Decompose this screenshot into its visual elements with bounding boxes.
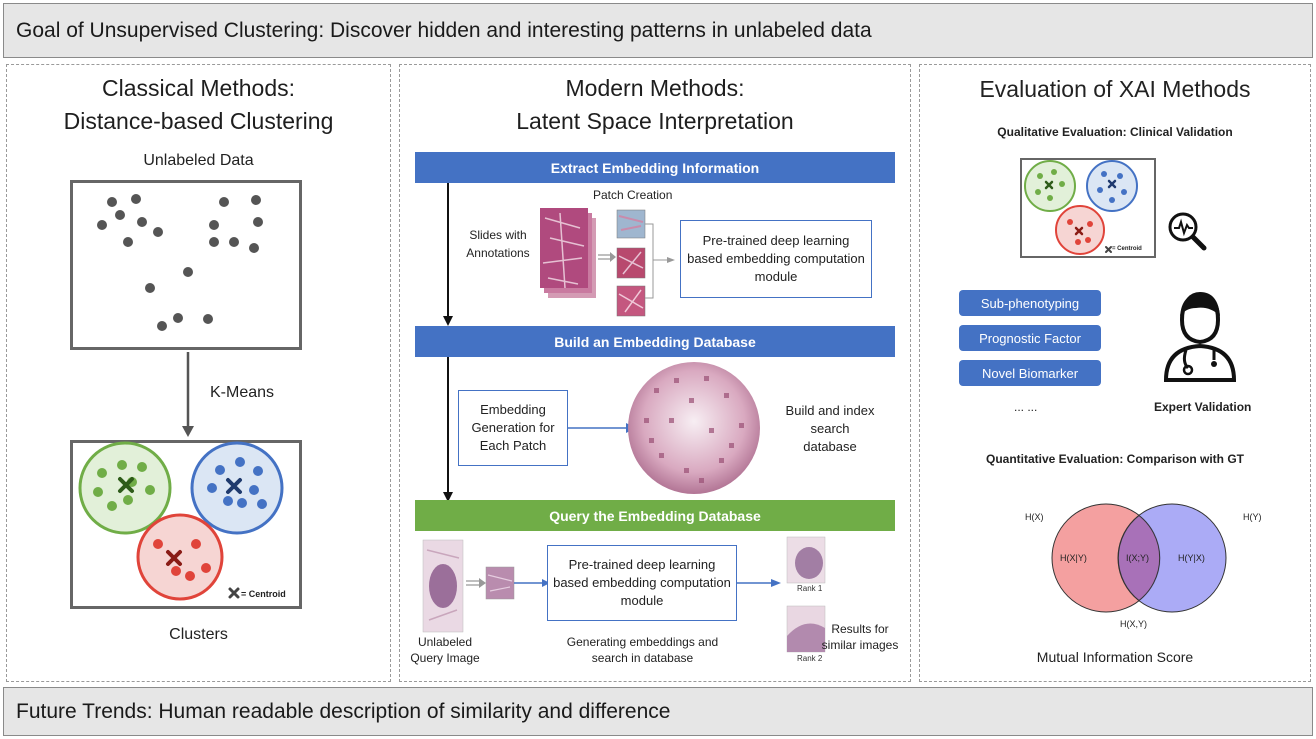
mini-clusters-plot	[1020, 158, 1156, 258]
patch-images	[616, 209, 675, 317]
modern-panel	[399, 64, 911, 682]
top-banner: Goal of Unsupervised Clustering: Discove…	[3, 3, 1313, 58]
mutual-information-label: Mutual Information Score	[1036, 649, 1194, 665]
process-flow-arrow	[443, 180, 453, 502]
build-database-bar: Build an Embedding Database	[415, 326, 895, 357]
data-point	[219, 197, 229, 207]
patch-to-module-arrow	[514, 579, 550, 587]
red-cluster	[136, 513, 224, 601]
venn-hy-given-x: H(Y|X)	[1178, 553, 1205, 563]
magnifier-icon	[1168, 212, 1207, 251]
data-point	[173, 313, 183, 323]
kmeans-arrow	[182, 352, 194, 437]
venn-hy: H(Y)	[1243, 512, 1262, 522]
mini-centroid-legend: = Centroid	[1112, 246, 1142, 252]
embedding-generation-text: Embedding Generation for Each Patch	[471, 402, 555, 453]
step1-module-text: Pre-trained deep learning based embeddin…	[687, 233, 865, 284]
classical-panel	[6, 64, 391, 682]
step1-module-box: Pre-trained deep learning based embeddin…	[680, 220, 872, 298]
pill-novel-biomarker: Novel Biomarker	[959, 360, 1101, 386]
query-patch	[485, 566, 515, 600]
embedding-sphere	[628, 362, 760, 494]
data-point	[137, 217, 147, 227]
data-point	[253, 217, 263, 227]
query-arrow	[466, 578, 486, 588]
clusters-label: Clusters	[169, 626, 228, 643]
pills-ellipsis: ... ...	[1014, 400, 1038, 414]
data-point	[203, 314, 213, 324]
data-point	[107, 197, 117, 207]
pill-prognostic-factor: Prognostic Factor	[959, 325, 1101, 351]
query-image	[422, 539, 464, 633]
rank2-label: Rank 2	[797, 654, 823, 663]
bottom-banner-text: Future Trends: Human readable descriptio…	[16, 699, 671, 723]
step3-module-box: Pre-trained deep learning based embeddin…	[547, 545, 737, 621]
venn-ixy: I(X;Y)	[1126, 553, 1150, 563]
clusters-plot	[70, 440, 302, 609]
doctor-icon	[1163, 292, 1237, 382]
evaluation-panel	[919, 64, 1311, 682]
data-point	[97, 220, 107, 230]
kmeans-label: K-Means	[210, 384, 275, 401]
venn-hx: H(X)	[1025, 512, 1044, 522]
embedding-generation-box: Embedding Generation for Each Patch	[458, 390, 568, 466]
patch-arrow	[598, 252, 616, 262]
slide-stack-image	[540, 208, 596, 298]
data-point	[183, 267, 193, 277]
pill-sub-phenotyping: Sub-phenotyping	[959, 290, 1101, 316]
module-to-results-arrow	[737, 579, 781, 587]
build-index-label: Build and index search database	[785, 403, 875, 454]
results-label: Results for similar images	[821, 622, 899, 652]
centroid-legend: = Centroid	[241, 589, 286, 599]
data-point	[115, 210, 125, 220]
patch-creation-label: Patch Creation	[593, 188, 673, 202]
generating-label: Generating embeddings and search in data…	[566, 635, 719, 665]
top-banner-text: Goal of Unsupervised Clustering: Discove…	[16, 18, 872, 42]
qualitative-title: Qualitative Evaluation: Clinical Validat…	[997, 125, 1233, 139]
quantitative-title: Quantitative Evaluation: Comparison with…	[985, 452, 1245, 466]
data-point	[209, 237, 219, 247]
data-point	[229, 237, 239, 247]
evaluation-title: Evaluation of XAI Methods	[979, 76, 1251, 102]
extract-embedding-bar: Extract Embedding Information	[415, 152, 895, 183]
slides-label: Slides with Annotations	[466, 228, 530, 260]
modern-title: Modern Methods: Latent Space Interpretat…	[399, 72, 911, 138]
data-point	[249, 243, 259, 253]
expert-validation-label: Expert Validation	[1154, 400, 1252, 414]
step3-module-text: Pre-trained deep learning based embeddin…	[553, 557, 731, 608]
unlabeled-data-plot	[70, 180, 302, 350]
classical-title: Classical Methods: Distance-based Cluste…	[6, 72, 391, 138]
result-image-rank1	[786, 536, 826, 584]
data-point	[209, 220, 219, 230]
bottom-banner: Future Trends: Human readable descriptio…	[3, 687, 1313, 736]
data-point	[131, 194, 141, 204]
venn-diagram	[1051, 503, 1227, 613]
venn-hx-given-y: H(X|Y)	[1060, 553, 1087, 563]
modern-title-line2: Latent Space Interpretation	[516, 108, 794, 134]
classical-title-line1: Classical Methods:	[101, 75, 296, 101]
data-point	[157, 321, 167, 331]
result-image-rank2	[786, 605, 826, 653]
unlabeled-data-label: Unlabeled Data	[143, 152, 254, 169]
rank1-label: Rank 1	[797, 584, 823, 593]
venn-hxy: H(X,Y)	[1120, 619, 1147, 629]
data-point	[153, 227, 163, 237]
data-point	[123, 237, 133, 247]
query-image-label: Unlabeled Query Image	[410, 635, 480, 665]
classical-title-line2: Distance-based Clustering	[63, 108, 334, 134]
query-database-bar: Query the Embedding Database	[415, 500, 895, 531]
data-point	[251, 195, 261, 205]
data-point	[145, 283, 155, 293]
modern-title-line1: Modern Methods:	[565, 75, 745, 101]
